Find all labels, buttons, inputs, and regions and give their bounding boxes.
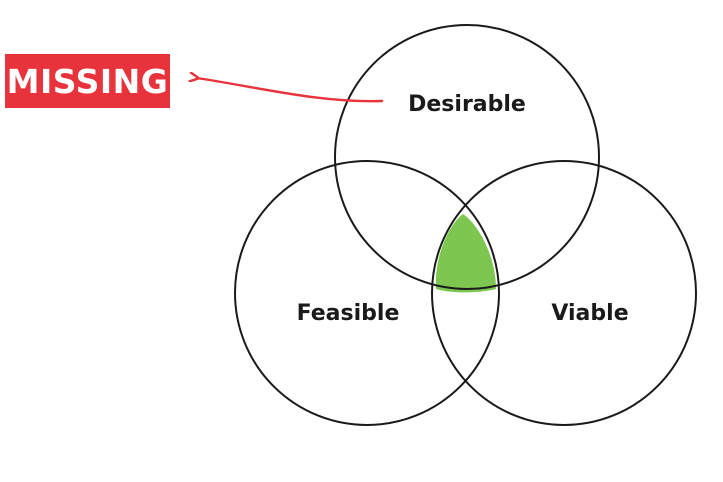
- label-viable: Viable: [551, 301, 628, 326]
- circle-feasible: [234, 160, 500, 426]
- label-desirable: Desirable: [408, 92, 526, 117]
- circle-viable: [431, 160, 697, 426]
- missing-label: MISSING: [6, 61, 169, 101]
- intersection-highlight: [435, 214, 496, 293]
- label-feasible: Feasible: [297, 301, 400, 326]
- callout-arrow: [197, 78, 384, 103]
- missing-badge: MISSING: [5, 54, 170, 108]
- circle-desirable: [334, 24, 600, 290]
